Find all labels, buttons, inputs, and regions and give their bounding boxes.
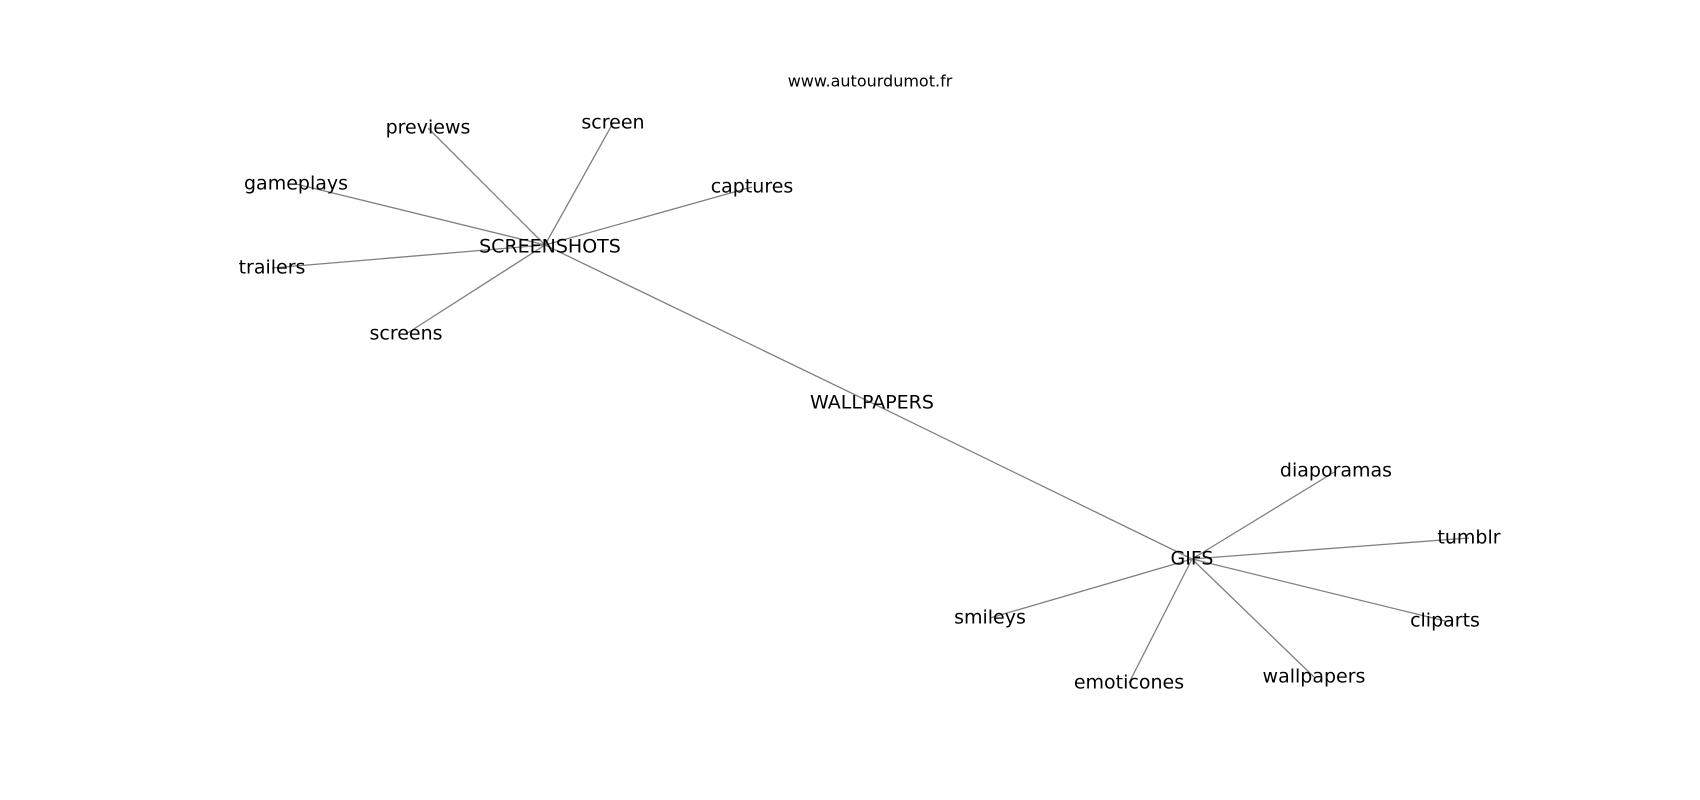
node-label-emoticones[interactable]: emoticones: [1074, 672, 1184, 694]
edge-gifs-emoticones: [1128, 558, 1193, 684]
node-label-gifs[interactable]: GIFS: [1171, 548, 1214, 570]
edge-gifs-smileys: [989, 558, 1193, 619]
node-label-screenshots[interactable]: SCREENSHOTS: [479, 236, 621, 258]
edge-gifs-diaporamas: [1191, 470, 1337, 560]
edge-gifs-tumblr: [1191, 537, 1470, 560]
graph-edges: [271, 122, 1470, 684]
node-label-screens[interactable]: screens: [369, 323, 442, 345]
edge-screenshots-screen: [544, 122, 614, 246]
edge-screenshots-trailers: [271, 244, 546, 269]
edge-gifs-cliparts: [1191, 558, 1446, 622]
edge-screenshots-gameplays: [295, 183, 546, 246]
edge-screenshots-screens: [405, 244, 546, 335]
edge-gifs-wallpapers: [1191, 558, 1315, 678]
node-label-wallpapers[interactable]: wallpapers: [1263, 666, 1366, 688]
node-label-captures[interactable]: captures: [711, 176, 794, 198]
node-label-screen[interactable]: screen: [581, 112, 644, 134]
node-label-cliparts[interactable]: cliparts: [1410, 610, 1480, 632]
node-label-tumblr[interactable]: tumblr: [1437, 527, 1500, 549]
site-watermark[interactable]: www.autourdumot.fr: [788, 72, 953, 91]
edge-wallpapers-screenshots: [544, 244, 873, 404]
edge-screenshots-captures: [544, 186, 753, 246]
edge-wallpapers-gifs: [871, 402, 1193, 560]
node-label-diaporamas[interactable]: diaporamas: [1280, 460, 1392, 482]
node-label-smileys[interactable]: smileys: [954, 607, 1026, 629]
node-label-gameplays[interactable]: gameplays: [244, 173, 348, 195]
node-label-previews[interactable]: previews: [386, 117, 471, 139]
graph-labels: www.autourdumot.fr WALLPAPERS SCREENSHOTS…: [239, 72, 1501, 694]
node-label-trailers[interactable]: trailers: [239, 257, 306, 279]
node-label-wallpapers[interactable]: WALLPAPERS: [810, 392, 934, 414]
edge-screenshots-previews: [427, 127, 546, 246]
